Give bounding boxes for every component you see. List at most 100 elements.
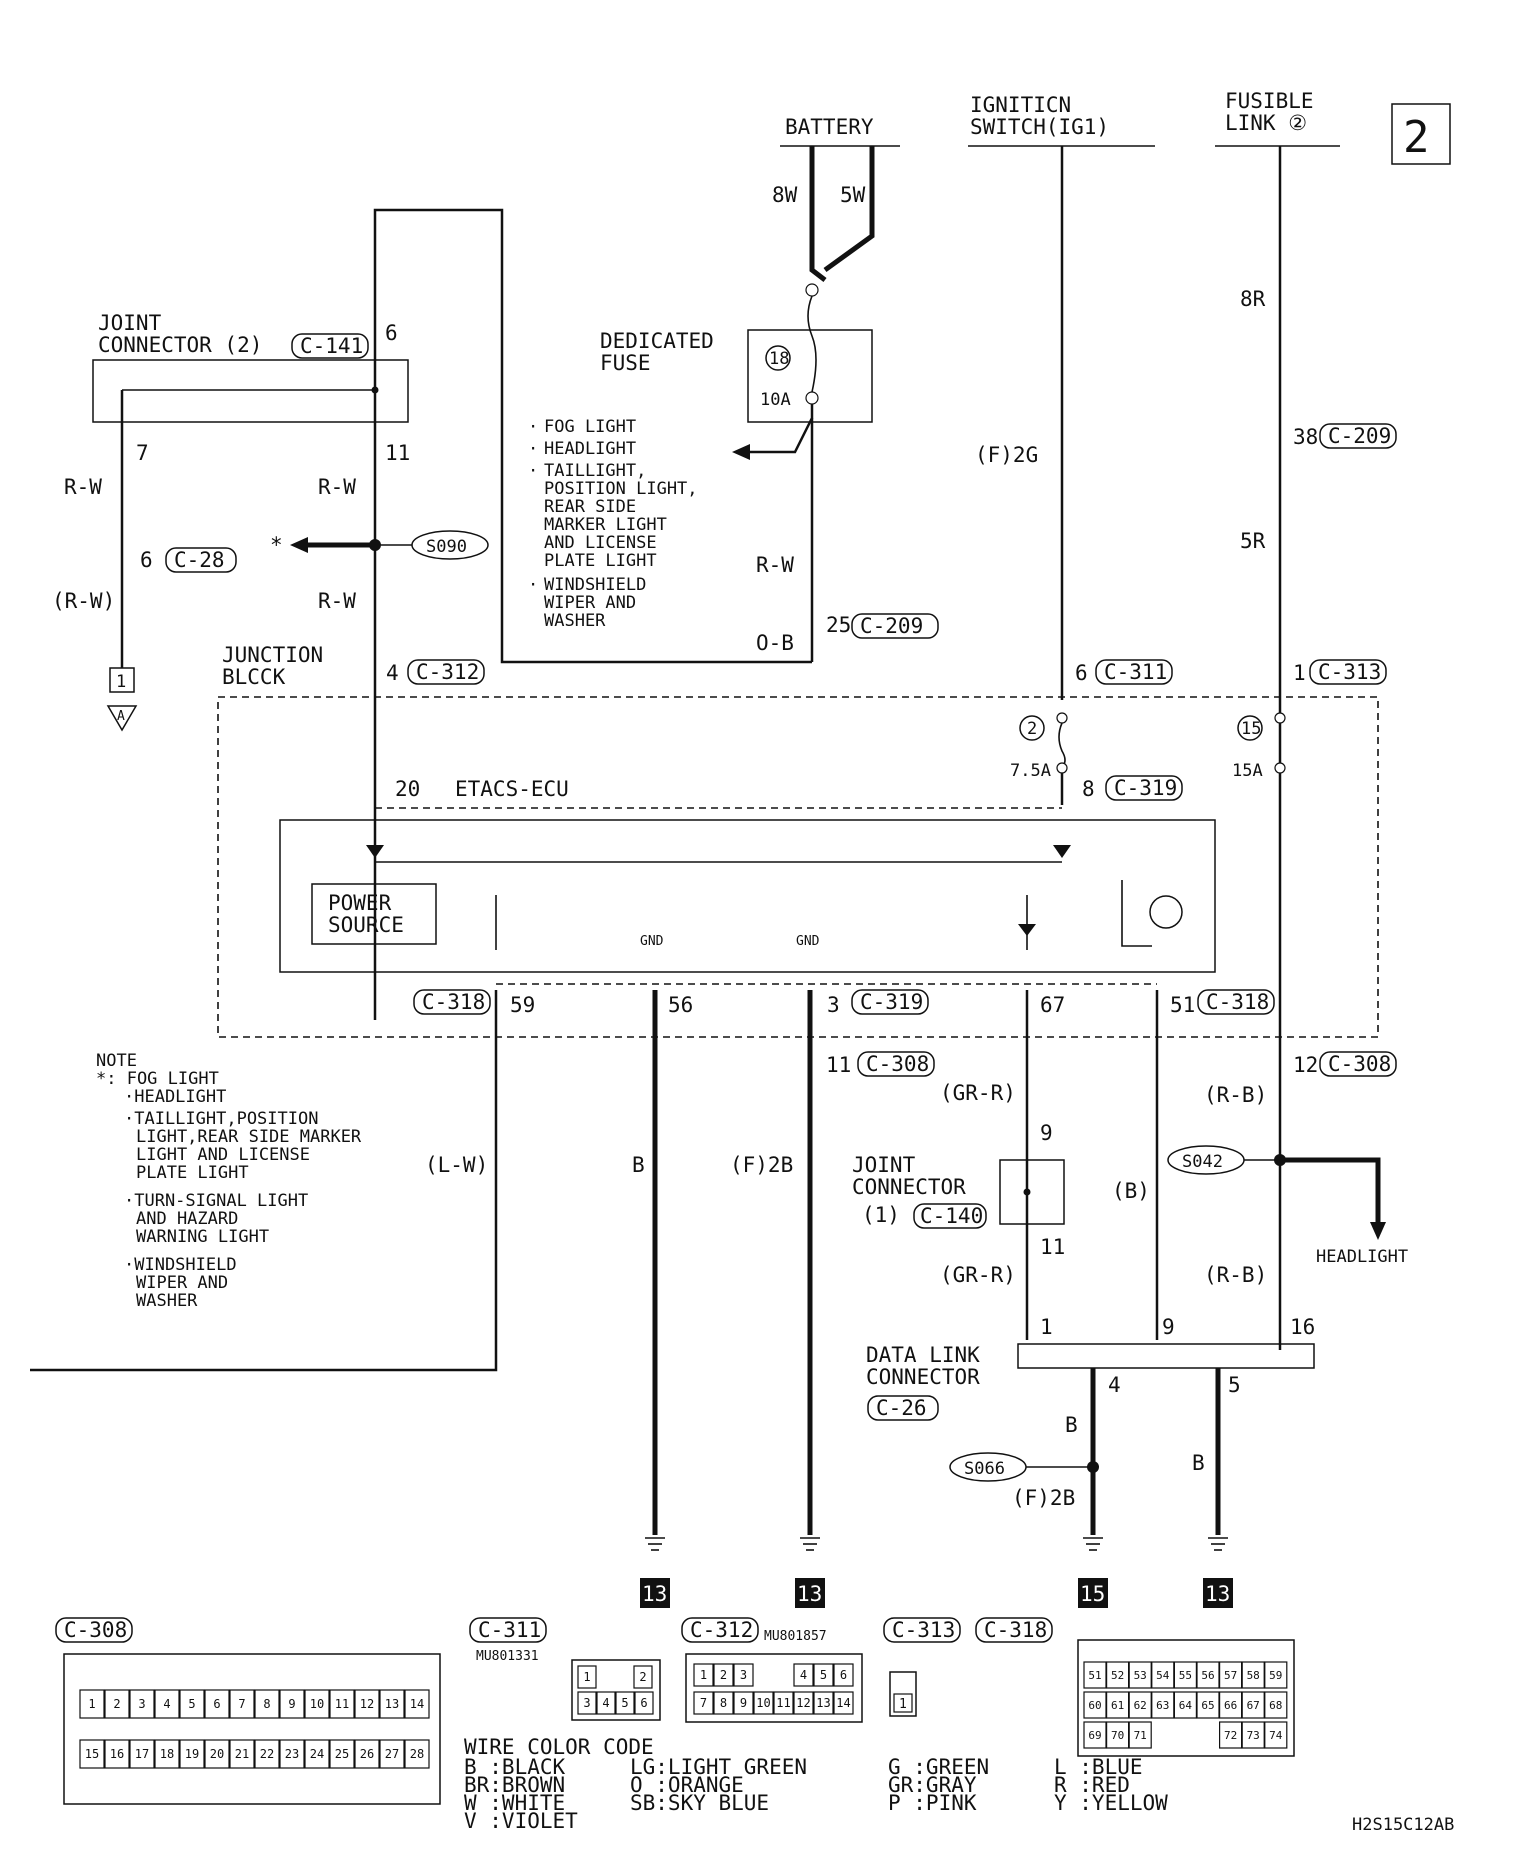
pin-11b: 11 (826, 1053, 851, 1077)
pin-56: 56 (668, 993, 693, 1017)
c318-pin-69: 69 (1088, 1729, 1101, 1742)
ground-id-4: 13 (1205, 1582, 1230, 1606)
conn-c141: C-141 (300, 334, 363, 358)
c318-pin-72: 72 (1224, 1729, 1237, 1742)
c308-pin-2: 2 (113, 1697, 120, 1711)
splice-s042: S042 (1182, 1152, 1223, 1172)
pin-11c: 11 (1040, 1235, 1065, 1259)
wcc-sb: SB:SKY BLUE (630, 1791, 769, 1815)
wire-8w: 8W (772, 183, 798, 207)
conn-c209-a: C-209 (1328, 424, 1391, 448)
pin-4: 4 (386, 661, 399, 685)
c312-pin-6-cell (833, 1663, 854, 1687)
ignition-label-2: SWITCH(IG1) (970, 115, 1109, 139)
wire-rw-fuse: R-W (756, 553, 794, 577)
c308-pin-13: 13 (385, 1697, 399, 1711)
c318-pin-62-cell (1128, 1691, 1152, 1719)
fuse-load-list: · FOG LIGHT · HEADLIGHT · TAILLIGHT, POS… (528, 417, 698, 631)
c318-pin-73: 73 (1247, 1729, 1260, 1742)
c312-pin-14-cell (833, 1691, 854, 1715)
wire-f2b-3: (F)2B (730, 1153, 793, 1177)
c318-pin-62: 62 (1134, 1699, 1147, 1712)
wire-rw-paren: (R-W) (52, 589, 115, 613)
c318-pin-53: 53 (1134, 1669, 1147, 1682)
pin-9: 9 (1040, 1121, 1053, 1145)
c318-pin-56: 56 (1201, 1669, 1214, 1682)
c308-pin-13-cell (379, 1689, 405, 1719)
wire-grr-2: (GR-R) (940, 1263, 1016, 1287)
ground-id-2: 13 (797, 1582, 822, 1606)
c312-pin-7: 7 (700, 1696, 707, 1710)
c308-pin-1: 1 (88, 1697, 95, 1711)
c318-pin-57: 57 (1224, 1669, 1237, 1682)
page-label: 2 (1403, 112, 1430, 163)
c308-pin-8-cell (254, 1689, 280, 1719)
wcc-lg: LG:LIGHT GREEN (630, 1755, 807, 1779)
c308-pin-10: 10 (310, 1697, 324, 1711)
load-dot-3: · (528, 461, 538, 481)
conn-c312: C-312 (416, 660, 479, 684)
dlc-pin-5: 5 (1228, 1373, 1241, 1397)
c312-pin-1-cell (693, 1663, 714, 1687)
load-tail-1: TAILLIGHT, (544, 461, 646, 481)
wire-rw-1: R-W (64, 475, 102, 499)
joint1-label-3: (1) (862, 1203, 900, 1227)
etacs-ecu-box (279, 819, 1216, 973)
wcc-o: O :ORANGE (630, 1773, 744, 1797)
c318-pin-71: 71 (1134, 1729, 1147, 1742)
load-wiper-1: WINDSHIELD (544, 575, 646, 595)
c311-pin-3-cell (577, 1691, 597, 1715)
note-item-3b: LIGHT,REAR SIDE MARKER (136, 1127, 362, 1147)
note-item-5b: WIPER AND (136, 1273, 228, 1293)
c308-pin-22-cell (254, 1739, 280, 1769)
wire-rw-2: R-W (318, 475, 356, 499)
c308-pin-6: 6 (213, 1697, 220, 1711)
c312-pin-2-cell (713, 1663, 734, 1687)
c308-pin-18: 18 (160, 1747, 174, 1761)
wire-b-4: B (1065, 1413, 1078, 1437)
pin-1: 1 (1293, 661, 1306, 685)
note-item-3c: LIGHT AND LICENSE (136, 1145, 310, 1165)
c308-pin-5: 5 (188, 1697, 195, 1711)
joint1-label-2: CONNECTOR (852, 1175, 966, 1199)
c308-pin-12-cell (354, 1689, 380, 1719)
note-item-4b: AND HAZARD (136, 1209, 238, 1229)
power-source-label-1: POWER (328, 891, 392, 915)
note-item-4c: WARNING LIGHT (136, 1227, 269, 1247)
c308-pin-3-cell (129, 1689, 155, 1719)
load-dot-4: · (528, 575, 538, 595)
c311-part-number: MU801331 (476, 1649, 539, 1664)
ground-13-a: 13 (640, 1537, 670, 1608)
wcc-b: B :BLACK (464, 1755, 566, 1779)
gnd-label-1: GND (640, 934, 664, 949)
c312-pin-11: 11 (776, 1696, 790, 1710)
conn-c308a: C-308 (866, 1052, 929, 1076)
load-dot-2: · (528, 439, 538, 459)
c312-pin-1: 1 (700, 1668, 707, 1682)
wire-ob: O-B (756, 631, 794, 655)
wcc-r: R :RED (1054, 1773, 1130, 1797)
ground-id-1: 13 (642, 1582, 667, 1606)
power-source-box (311, 883, 437, 945)
gnd-label-2: GND (796, 934, 820, 949)
c312-pin-6: 6 (840, 1668, 847, 1682)
c308-pin-25: 25 (335, 1747, 349, 1761)
c308-pin-1-cell (79, 1689, 105, 1719)
junction-block-box (217, 696, 1379, 1038)
c312-pin-13-cell (813, 1691, 834, 1715)
load-dot-1: · (528, 417, 538, 437)
c318-pin-53-cell (1128, 1661, 1152, 1689)
pin-38: 38 (1293, 425, 1318, 449)
c318-pin-70: 70 (1111, 1729, 1124, 1742)
note-block: NOTE *: FOG LIGHT ·HEADLIGHT ·TAILLIGHT,… (96, 1051, 362, 1311)
c308-pin-26: 26 (360, 1747, 374, 1761)
c308-pin-17-cell (129, 1739, 155, 1769)
splice-s090: S090 (426, 537, 467, 557)
